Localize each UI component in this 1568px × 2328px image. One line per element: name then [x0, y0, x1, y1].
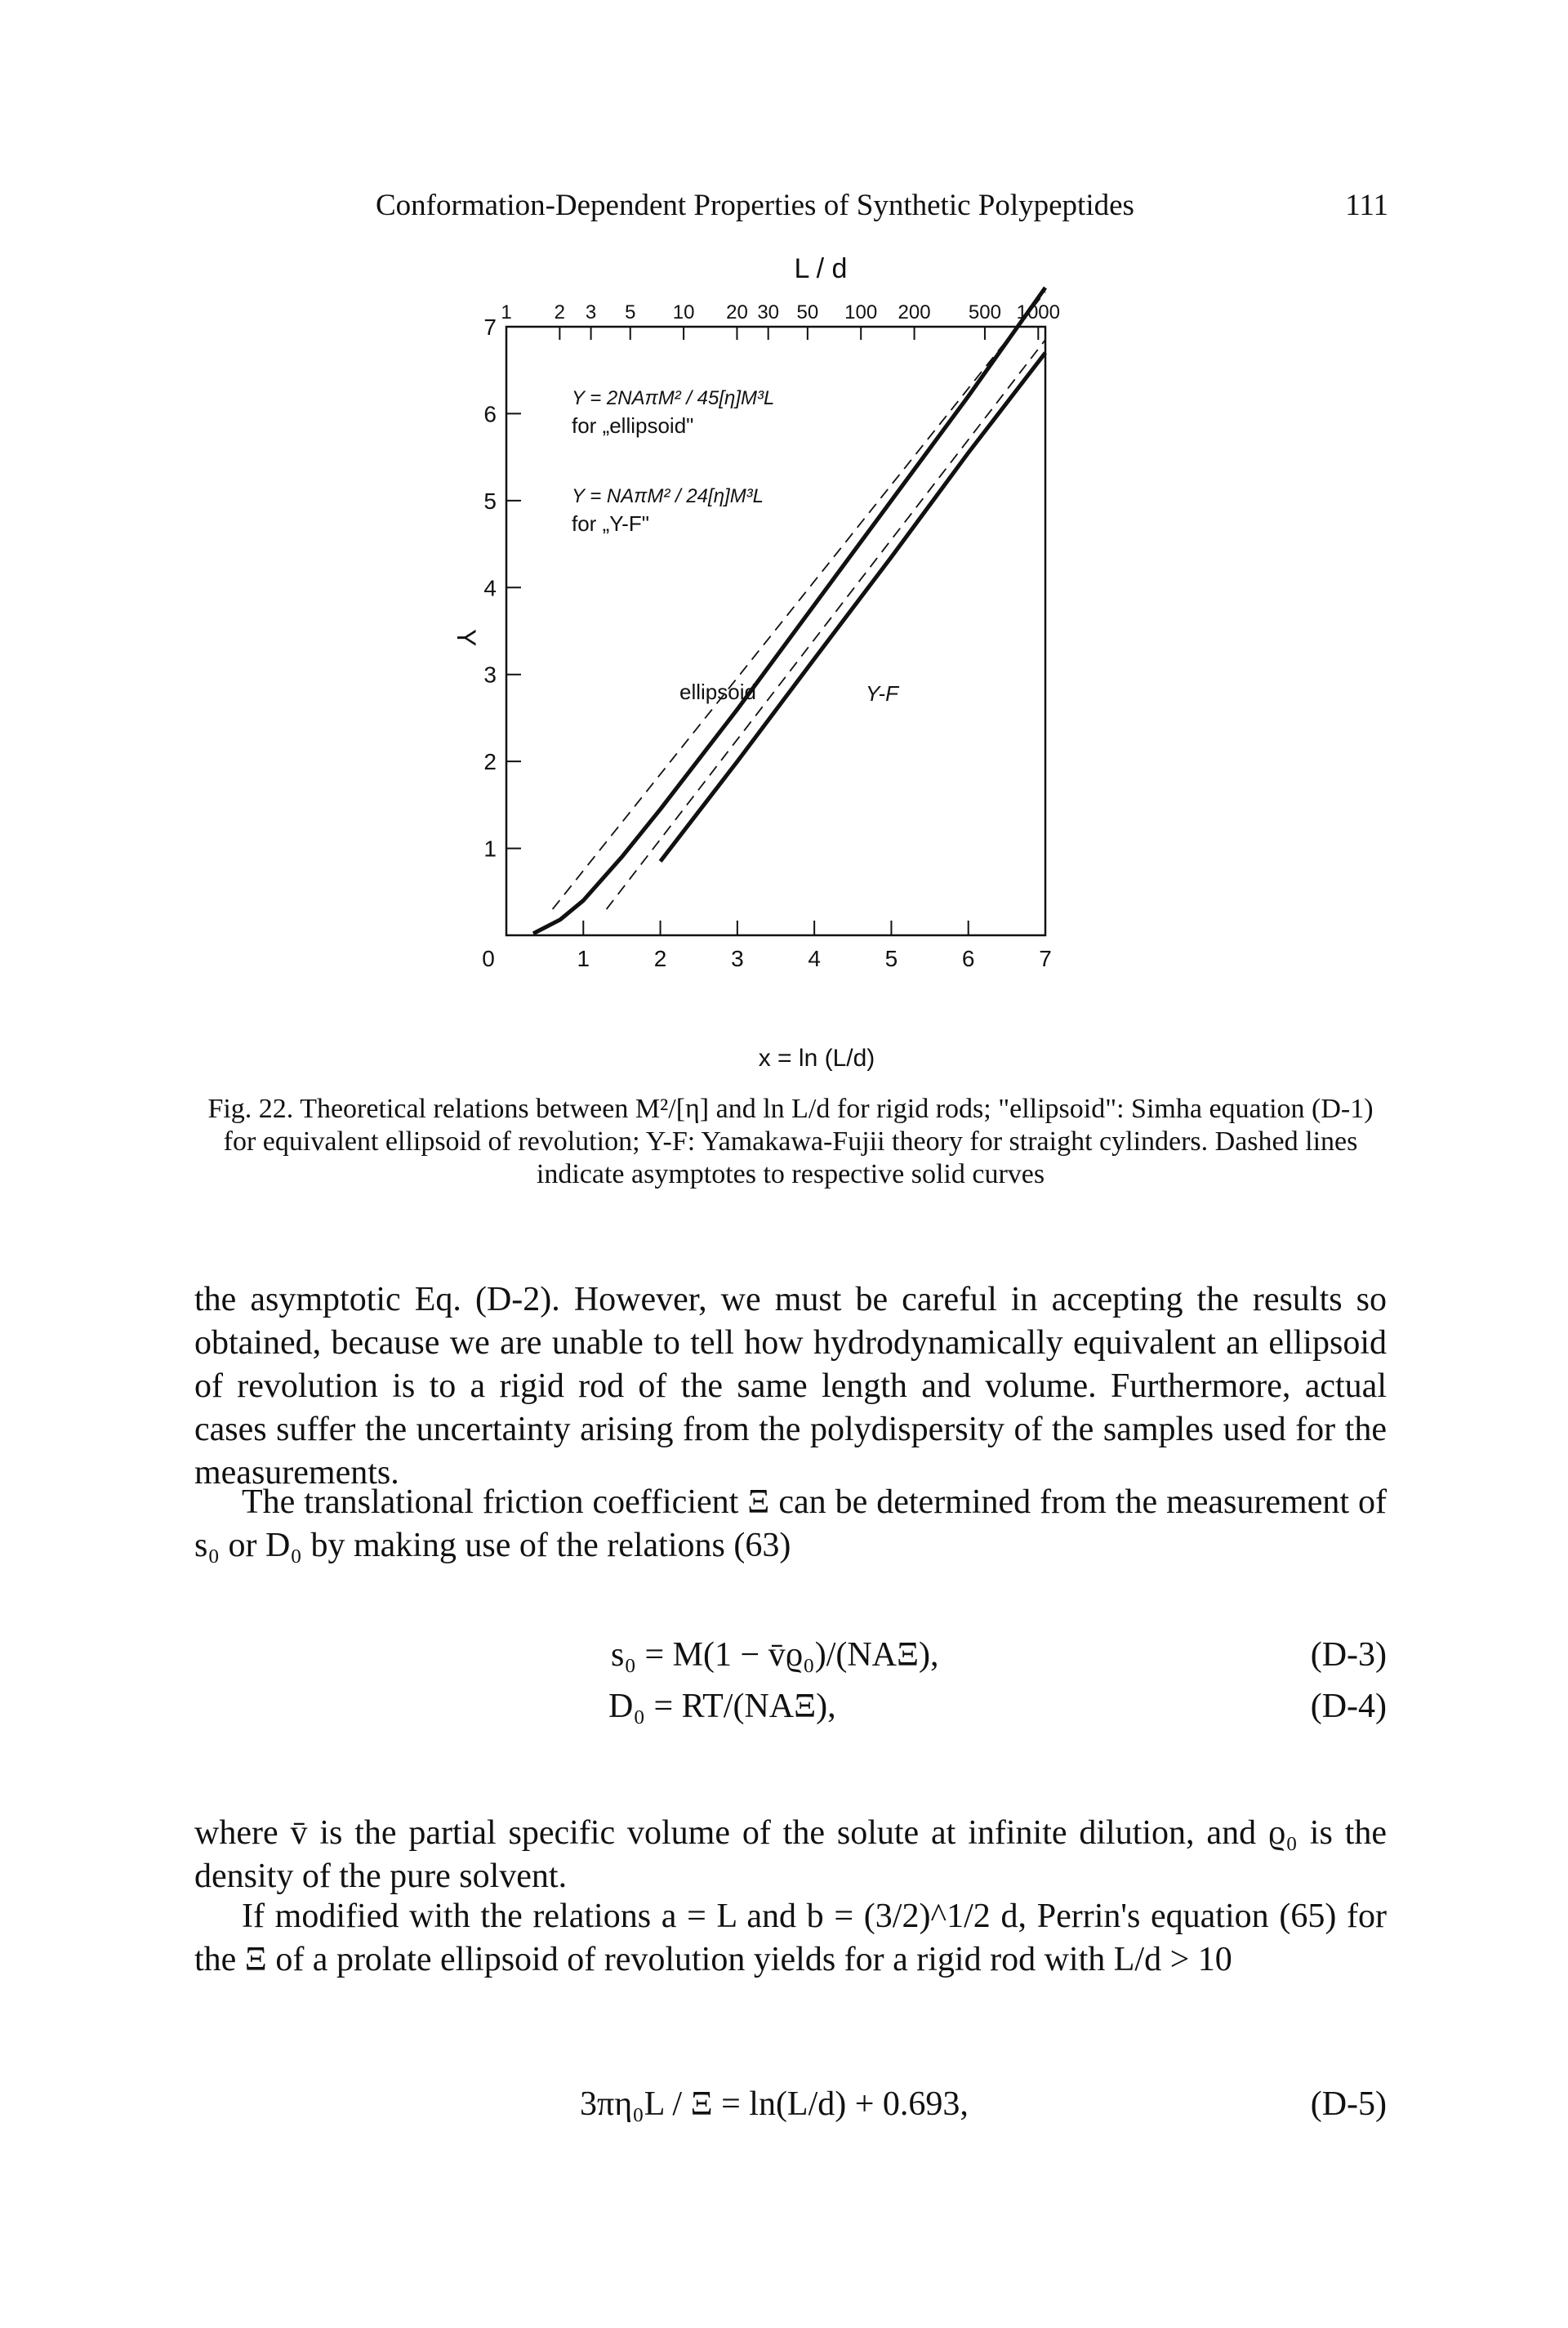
- equation-d4-number: (D-4): [1310, 1688, 1387, 1725]
- y-axis-ticks: 1 2 3 4 5 6 7: [483, 314, 521, 862]
- yf-formula-note: for „Y-F": [572, 511, 649, 536]
- x-tick-label: 5: [885, 946, 898, 971]
- top-tick-label: 20: [726, 301, 748, 323]
- paragraph-2: The translational friction coefficient Ξ…: [194, 1483, 1387, 1564]
- x-tick-label: 4: [808, 946, 821, 971]
- equation-d3-number: (D-3): [1310, 1636, 1387, 1674]
- x-tick-label: 7: [1039, 946, 1052, 971]
- ellipsoid-formula: Y = 2NAπM² / 45[η]M³L: [572, 387, 774, 409]
- paragraph-1: the asymptotic Eq. (D-2). However, we mu…: [194, 1281, 1387, 1492]
- y-tick-label: 2: [483, 749, 497, 774]
- y-tick-label: 4: [483, 575, 497, 600]
- top-tick-label: 100: [844, 301, 877, 323]
- series-layer: [532, 286, 1048, 936]
- y-tick-label: 6: [483, 401, 497, 426]
- caption-label: Fig. 22.: [207, 1094, 294, 1124]
- series-y-f: [658, 351, 1047, 863]
- x-axis-ticks: 0 1 2 3 4 5 6 7: [482, 921, 1052, 971]
- caption-text: Theoretical relations between M²/[η] and…: [223, 1094, 1374, 1189]
- y-tick-label: 7: [483, 314, 497, 340]
- yf-formula: Y = NAπM² / 24[η]M³L: [572, 485, 764, 507]
- y-tick-label: 3: [483, 662, 497, 688]
- running-head: Conformation-Dependent Properties of Syn…: [376, 188, 1388, 229]
- series-y-f-asymptote: [605, 339, 1046, 910]
- paragraph-4: If modified with the relations a = L and…: [194, 1898, 1387, 1978]
- x-tick-label: 0: [482, 946, 495, 971]
- x-tick-label: 1: [577, 946, 590, 971]
- equation-d3: s₀ = M(1 − v̄ϱ₀)/(NAΞ),: [611, 1636, 939, 1674]
- ellipsoid-curve-label: ellipsoid: [679, 680, 756, 704]
- y-axis-label: Y: [457, 629, 481, 646]
- page-number: 111: [1345, 189, 1388, 222]
- y-tick-label: 1: [483, 836, 497, 862]
- x-tick-label: 6: [962, 946, 975, 971]
- paragraph-3: where v̄ is the partial specific volume …: [194, 1814, 1387, 1895]
- x-tick-label: 3: [731, 946, 744, 971]
- top-tick-label: 30: [757, 301, 779, 323]
- top-tick-label: 5: [625, 301, 635, 323]
- y-tick-label: 5: [483, 488, 497, 514]
- top-tick-label: 1: [501, 301, 511, 323]
- top-tick-label: 2: [555, 301, 565, 323]
- equation-d5: 3πη₀L / Ξ = ln(L/d) + 0.693,: [580, 2085, 969, 2123]
- x-axis-label: x = ln (L/d): [759, 1045, 875, 1072]
- top-axis-label: L / d: [795, 253, 848, 284]
- x-tick-label: 2: [654, 946, 667, 971]
- top-tick-label: 500: [969, 301, 1001, 323]
- equation-d4: D₀ = RT/(NAΞ),: [608, 1688, 836, 1725]
- series-ellipsoid: [532, 286, 1048, 936]
- figure-caption: Fig. 22. Theoretical relations between M…: [194, 1093, 1387, 1191]
- plot-frame: [505, 325, 1047, 937]
- ellipsoid-formula-note: for „ellipsoid": [572, 413, 693, 438]
- top-tick-label: 50: [796, 301, 818, 323]
- equation-d5-number: (D-5): [1310, 2085, 1387, 2123]
- series-ellipsoid-asymptote: [551, 291, 1046, 910]
- top-tick-label: 3: [586, 301, 596, 323]
- top-tick-label: 10: [673, 301, 695, 323]
- top-tick-label: 200: [898, 301, 931, 323]
- running-title: Conformation-Dependent Properties of Syn…: [376, 189, 1134, 222]
- yf-curve-label: Y-F: [866, 681, 900, 706]
